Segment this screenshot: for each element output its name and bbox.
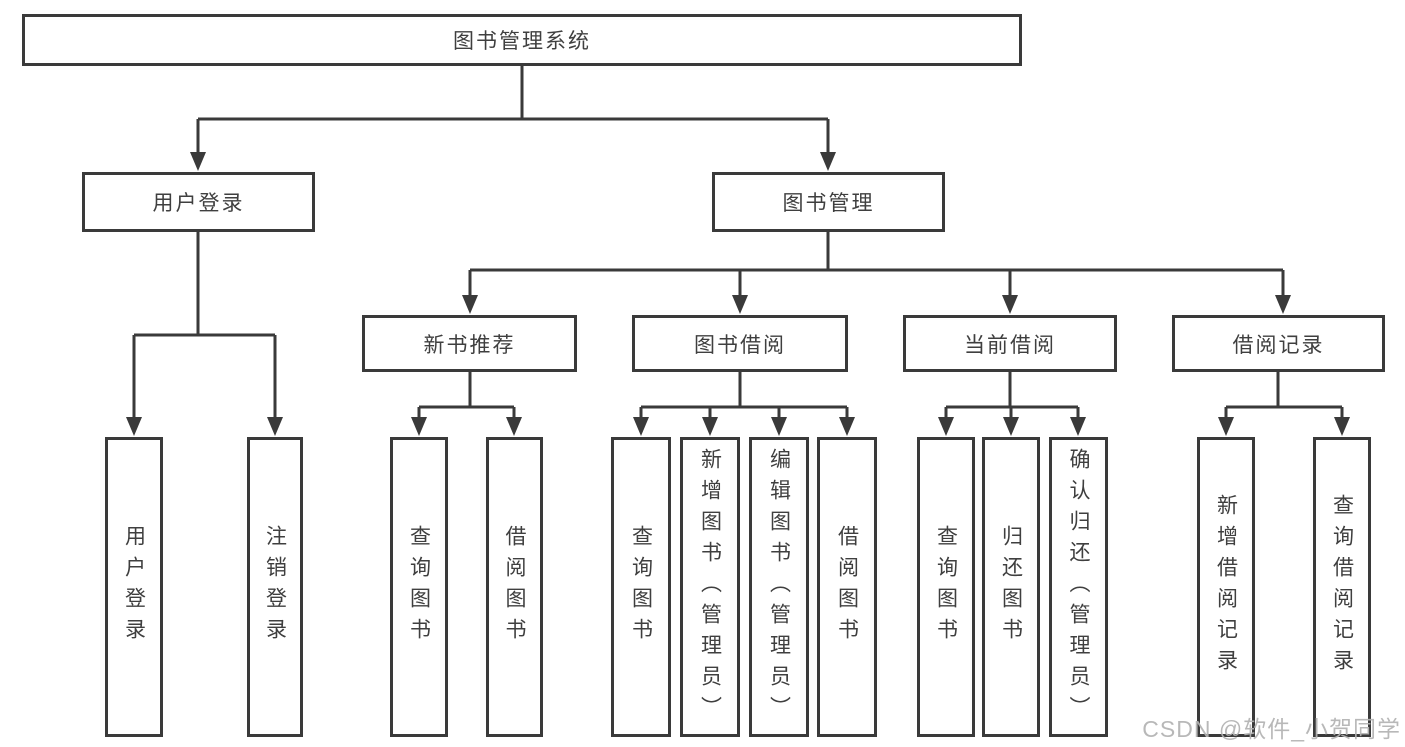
connector-user-login-children bbox=[126, 232, 283, 436]
leaf-edit-book-admin: 编辑图书（管理员） bbox=[749, 437, 809, 737]
node-label: 编辑图书（管理员） bbox=[767, 447, 791, 727]
node-label: 新书推荐 bbox=[423, 333, 516, 357]
leaf-return-book: 归还图书 bbox=[982, 437, 1040, 737]
leaf-add-borrow-record: 新增借阅记录 bbox=[1197, 437, 1255, 737]
connector-book-mgmt-children bbox=[462, 232, 1291, 314]
leaf-query-book: 查询图书 bbox=[917, 437, 975, 737]
node-label: 新增图书（管理员） bbox=[698, 447, 722, 727]
node-label: 新增借阅记录 bbox=[1214, 494, 1238, 680]
node-label: 查询图书 bbox=[934, 525, 958, 649]
node-label: 用户登录 bbox=[152, 192, 245, 215]
node-label: 借阅记录 bbox=[1232, 333, 1325, 357]
leaf-borrow-book: 借阅图书 bbox=[817, 437, 877, 737]
node-label: 借阅图书 bbox=[503, 525, 527, 649]
node-label: 查询图书 bbox=[629, 525, 653, 649]
leaf-query-book: 查询图书 bbox=[611, 437, 671, 737]
node-label: 用户登录 bbox=[122, 525, 146, 649]
node-current-borrow: 当前借阅 bbox=[903, 315, 1117, 372]
connector-book-borrow-children bbox=[633, 372, 855, 436]
leaf-query-borrow-record: 查询借阅记录 bbox=[1313, 437, 1371, 737]
node-label: 当前借阅 bbox=[964, 333, 1056, 357]
leaf-query-book: 查询图书 bbox=[390, 437, 448, 737]
node-user-login: 用户登录 bbox=[82, 172, 315, 232]
leaf-add-book-admin: 新增图书（管理员） bbox=[680, 437, 740, 737]
node-label: 查询图书 bbox=[407, 525, 431, 649]
node-book-borrow: 图书借阅 bbox=[632, 315, 848, 372]
node-label: 查询借阅记录 bbox=[1330, 494, 1354, 680]
connector-current-borrow-children bbox=[938, 372, 1086, 436]
csdn-watermark: CSDN @软件_小贺同学 bbox=[1142, 716, 1401, 742]
leaf-borrow-book: 借阅图书 bbox=[486, 437, 543, 737]
node-label: 借阅图书 bbox=[835, 525, 859, 649]
node-label: 图书管理系统 bbox=[453, 30, 591, 53]
leaf-logout: 注销登录 bbox=[247, 437, 303, 737]
node-label: 图书管理 bbox=[782, 192, 875, 215]
node-book-management: 图书管理 bbox=[712, 172, 945, 232]
node-label: 图书借阅 bbox=[694, 333, 786, 357]
leaf-user-login: 用户登录 bbox=[105, 437, 163, 737]
node-label: 确认归还（管理员） bbox=[1067, 447, 1091, 727]
node-label: 归还图书 bbox=[999, 525, 1023, 649]
connector-borrow-records-children bbox=[1218, 372, 1350, 436]
leaf-confirm-return-admin: 确认归还（管理员） bbox=[1049, 437, 1108, 737]
node-borrow-records: 借阅记录 bbox=[1172, 315, 1385, 372]
node-library-system: 图书管理系统 bbox=[22, 14, 1022, 66]
node-new-book-recommend: 新书推荐 bbox=[362, 315, 577, 372]
connector-new-book-rec-children bbox=[411, 372, 522, 436]
connector-root-to-level2 bbox=[190, 66, 836, 171]
node-label: 注销登录 bbox=[263, 525, 287, 649]
